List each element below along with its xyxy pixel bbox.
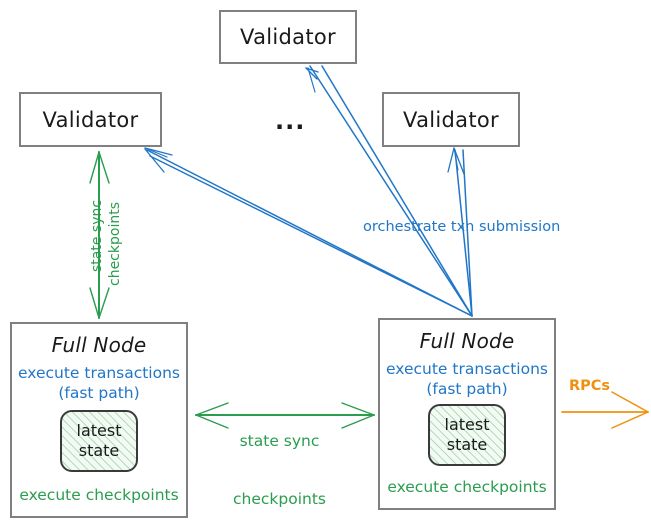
- full-node-left-blue-text: execute transactions (fast path): [18, 364, 180, 404]
- node-validator-top[interactable]: Validator: [219, 10, 357, 64]
- validator-right-label: Validator: [403, 107, 499, 132]
- edge-fullnode-right-to-validator-right: [447, 147, 473, 317]
- node-full-node-left[interactable]: Full Node execute transactions (fast pat…: [10, 322, 188, 518]
- full-node-right-state-line2: state: [446, 434, 488, 454]
- edge-fullnode-right-to-validator-top: [305, 65, 473, 317]
- edge-rpcs: [561, 391, 649, 429]
- full-node-right-blue-line1: execute transactions: [385, 360, 549, 378]
- edge-label-state-sync-horizontal-line1: state sync: [239, 431, 320, 450]
- full-node-right-green-text: execute checkpoints: [387, 477, 547, 496]
- edge-label-state-sync-horizontal: state sync checkpoints: [233, 393, 326, 526]
- edge-label-state-sync-vertical-line2: checkpoints: [107, 202, 123, 286]
- edge-state-sync-vertical: [89, 151, 110, 319]
- full-node-left-latest-state[interactable]: latest state: [60, 409, 138, 472]
- validator-left-label: Validator: [42, 107, 139, 132]
- full-node-left-blue-line1: execute transactions: [17, 364, 181, 382]
- node-validator-left[interactable]: Validator: [19, 92, 162, 147]
- node-full-node-right[interactable]: Full Node execute transactions (fast pat…: [378, 318, 556, 510]
- full-node-left-title: Full Node: [51, 333, 147, 357]
- full-node-left-state-line1: latest: [76, 421, 122, 441]
- full-node-right-blue-text: execute transactions (fast path): [386, 360, 548, 400]
- full-node-left-state-line2: state: [78, 440, 120, 460]
- full-node-left-blue-line2: (fast path): [58, 383, 140, 402]
- edge-label-state-sync-horizontal-line2: checkpoints: [233, 489, 326, 508]
- validators-ellipsis: ...: [275, 107, 306, 135]
- full-node-right-title: Full Node: [419, 329, 515, 353]
- edge-fullnode-right-to-validator-left: [144, 147, 473, 317]
- edge-label-orchestrate-txn-submission: orchestrate txn submission: [363, 219, 561, 235]
- edge-state-sync-horizontal: [195, 402, 375, 429]
- full-node-right-blue-line2: (fast path): [426, 379, 508, 398]
- full-node-left-green-text: execute checkpoints: [19, 485, 179, 504]
- node-validator-right[interactable]: Validator: [382, 92, 520, 147]
- full-node-right-latest-state[interactable]: latest state: [428, 403, 506, 466]
- validator-top-label: Validator: [240, 25, 336, 49]
- full-node-right-state-line1: latest: [444, 415, 490, 435]
- edge-label-state-sync-vertical-line1: state sync: [89, 199, 105, 272]
- edge-label-rpcs: RPCs: [569, 378, 611, 394]
